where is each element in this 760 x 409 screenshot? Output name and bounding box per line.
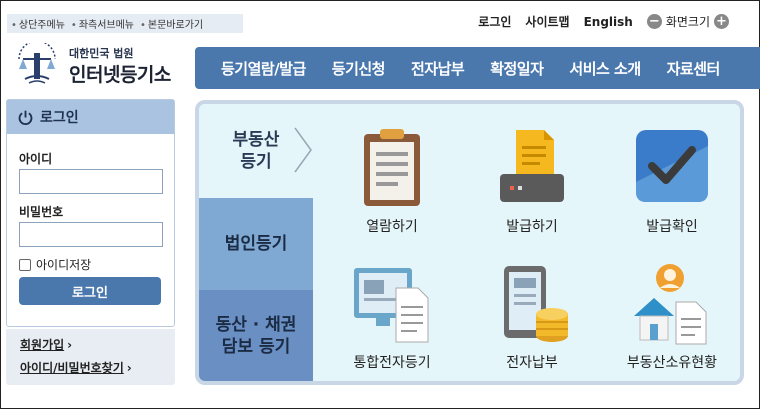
skip-navigation: 상단주메뉴 좌측서브메뉴 본문바로가기 xyxy=(7,14,243,33)
zoom-out-icon[interactable]: − xyxy=(646,14,662,29)
nav-item-data-center[interactable]: 자료센터 xyxy=(666,59,721,78)
util-english-link[interactable]: English xyxy=(583,14,633,29)
checkmark-icon xyxy=(636,130,708,202)
util-login-link[interactable]: 로그인 xyxy=(478,15,512,29)
service-issue[interactable]: 발급하기 xyxy=(472,126,592,236)
tab-real-estate-line2: 등기 xyxy=(240,152,272,172)
save-id-checkbox[interactable]: 아이디저장 xyxy=(19,256,91,273)
chevron-right-icon xyxy=(294,127,312,173)
id-input[interactable] xyxy=(19,169,163,194)
service-view[interactable]: 열람하기 xyxy=(332,126,452,236)
tab-movable-line1: 동산 · 채권 xyxy=(215,314,297,335)
id-label: 아이디 xyxy=(19,152,53,166)
court-seal-icon xyxy=(18,43,56,84)
service-epay[interactable]: 전자납부 xyxy=(472,262,592,372)
find-account-link[interactable]: 아이디/비밀번호찾기 xyxy=(20,359,132,376)
logo-title: 인터넷등기소 xyxy=(69,64,171,86)
service-verify-label: 발급확인 xyxy=(646,219,698,235)
tab-corporate[interactable]: 법인등기 xyxy=(199,198,313,290)
site-logo[interactable]: 대한민국 법원 인터넷등기소 xyxy=(13,41,183,87)
service-integrated-label: 통합전자등기 xyxy=(353,355,431,371)
coins-tablet-icon xyxy=(504,266,568,342)
tab-real-estate-line1: 부동산 xyxy=(232,130,280,150)
login-button[interactable]: 로그인 xyxy=(19,277,161,305)
login-header: 로그인 xyxy=(7,100,174,134)
nav-item-view-issue[interactable]: 등기열람/발급 xyxy=(221,59,306,78)
nav-item-apply[interactable]: 등기신청 xyxy=(331,59,386,78)
printer-icon xyxy=(500,130,564,202)
password-input[interactable] xyxy=(19,222,163,247)
checkbox-icon[interactable] xyxy=(19,258,31,271)
zoom-control: − 화면크기 + xyxy=(646,13,729,30)
tab-movable-line2: 담보 등기 xyxy=(221,336,291,357)
zoom-in-icon[interactable]: + xyxy=(714,14,729,29)
util-sitemap-link[interactable]: 사이트맵 xyxy=(525,15,570,29)
skip-link-main-menu[interactable]: 상단주메뉴 xyxy=(11,16,65,31)
nav-item-epay[interactable]: 전자납부 xyxy=(410,59,465,78)
main-nav: 등기열람/발급 등기신청 전자납부 확정일자 서비스 소개 자료센터 xyxy=(195,47,760,89)
service-view-label: 열람하기 xyxy=(366,219,418,235)
service-integrated[interactable]: 통합전자등기 xyxy=(332,262,452,372)
password-label: 비밀번호 xyxy=(19,205,64,219)
clipboard-icon xyxy=(364,129,420,206)
house-owner-icon xyxy=(634,264,707,345)
skip-link-content[interactable]: 본문바로가기 xyxy=(140,16,203,31)
service-ownership[interactable]: 부동산소유현황 xyxy=(612,262,732,372)
monitor-document-icon xyxy=(354,268,429,343)
service-ownership-label: 부동산소유현황 xyxy=(626,355,718,371)
nav-item-fixed-date[interactable]: 확정일자 xyxy=(490,59,544,78)
tab-corporate-label: 법인등기 xyxy=(224,234,288,254)
login-title: 로그인 xyxy=(40,110,79,126)
nav-item-service-intro[interactable]: 서비스 소개 xyxy=(569,59,641,78)
service-epay-label: 전자납부 xyxy=(506,355,558,371)
utility-nav: 로그인 사이트맵 English − 화면크기 + xyxy=(478,13,729,30)
power-icon xyxy=(18,110,33,125)
skip-link-side-menu[interactable]: 좌측서브메뉴 xyxy=(71,16,134,31)
login-panel: 로그인 아이디 비밀번호 아이디저장 로그인 xyxy=(6,99,175,327)
join-link[interactable]: 회원가입 xyxy=(20,336,72,353)
member-links: 회원가입 아이디/비밀번호찾기 xyxy=(6,329,175,385)
zoom-label: 화면크기 xyxy=(665,15,710,29)
save-id-label: 아이디저장 xyxy=(36,258,92,272)
service-verify[interactable]: 발급확인 xyxy=(612,126,732,236)
service-issue-label: 발급하기 xyxy=(506,219,558,235)
logo-subtitle: 대한민국 법원 xyxy=(69,47,134,60)
